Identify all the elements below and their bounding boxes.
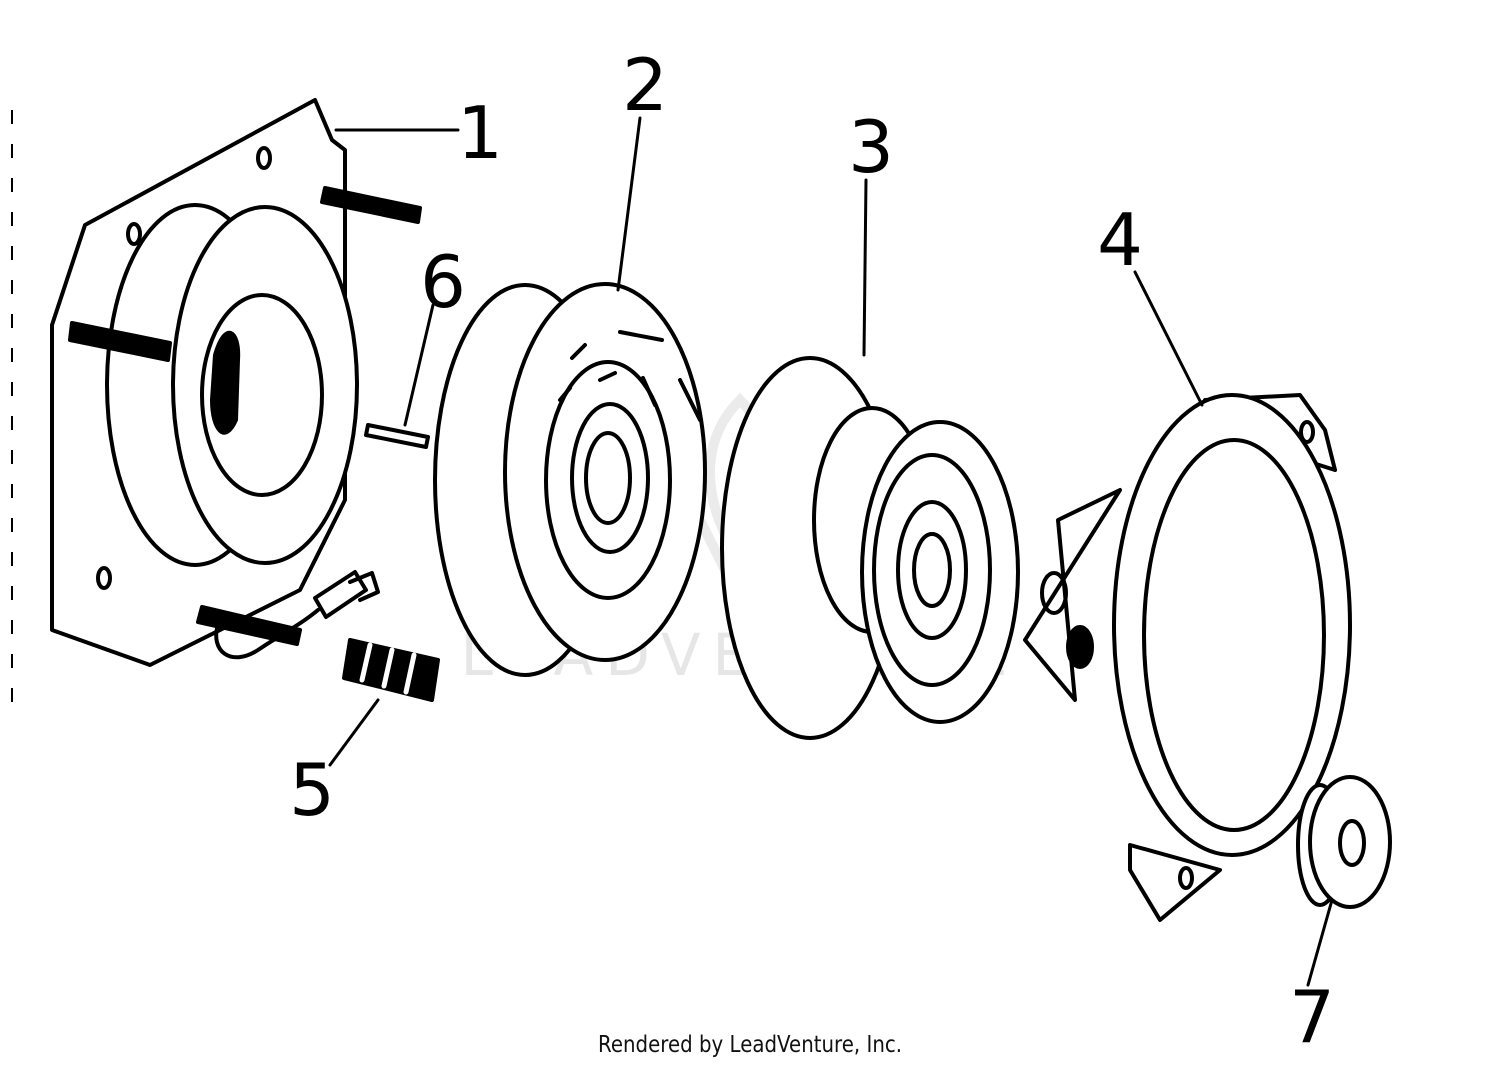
callout-3: 3: [848, 105, 894, 189]
leader-lines: [328, 116, 1334, 987]
leader-line-3: [862, 178, 868, 357]
part-6-key: [364, 423, 430, 449]
callout-5: 5: [289, 748, 335, 832]
leader-line-7: [1306, 898, 1334, 987]
leader-line-5: [328, 698, 380, 767]
part-2-armature: [433, 282, 707, 677]
part-5-spring: [342, 638, 440, 702]
render-credit: Rendered by LeadVenture, Inc.: [597, 1032, 903, 1058]
callout-4: 4: [1097, 198, 1143, 282]
callout-2: 2: [622, 43, 668, 127]
callout-numbers: 1 2 3 4 5 6 7: [289, 43, 1335, 1059]
leader-line-4: [1133, 270, 1204, 407]
leader-line-2: [616, 116, 642, 292]
part-4-brake-housing: [1023, 393, 1352, 922]
callout-7: 7: [1289, 975, 1335, 1059]
part-7-washer: [1296, 775, 1392, 909]
callout-1: 1: [457, 91, 503, 175]
part-1-field-plate: [50, 98, 422, 667]
part-3-pulley: [720, 356, 1020, 740]
callout-6: 6: [420, 240, 466, 324]
leader-line-6: [403, 303, 435, 427]
